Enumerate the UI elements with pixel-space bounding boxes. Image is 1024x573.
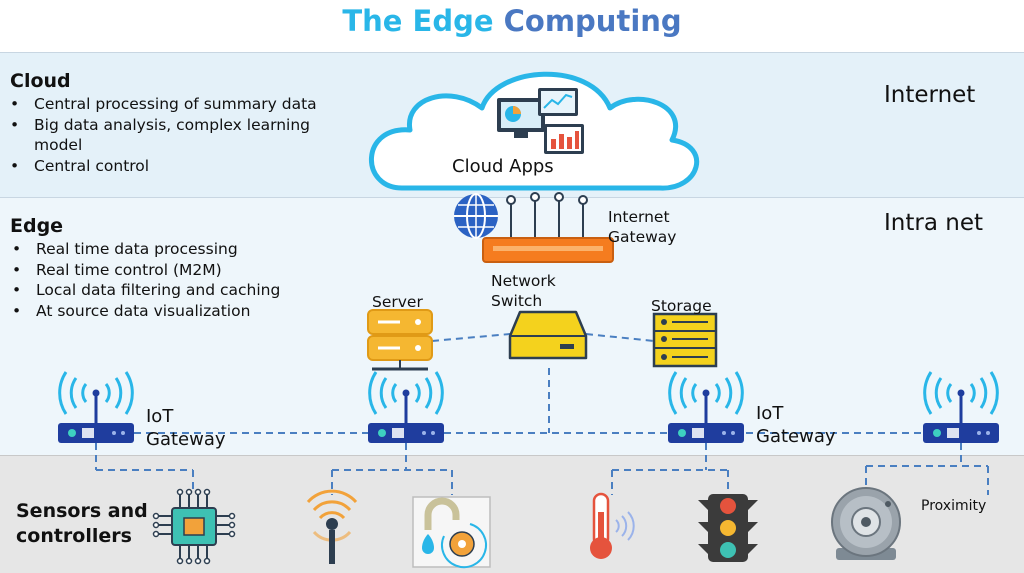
edge-heading: Edge — [10, 215, 64, 237]
internet-gateway-label: Internet Gateway — [608, 208, 677, 246]
cloud-point: Central processing of summary data — [10, 94, 330, 115]
sensors-heading: Sensors and controllers — [16, 500, 148, 547]
title-band — [0, 0, 1024, 52]
microchip-icon — [152, 488, 236, 565]
network-switch-label: Network Switch — [491, 272, 556, 310]
traffic-light-icon — [698, 494, 758, 562]
internet-zone-label: Internet — [884, 82, 976, 108]
cloud-point: Central control — [10, 156, 330, 177]
iot-gateway-router-3-icon — [668, 371, 744, 443]
iot-gateway-label-1: IoT Gateway — [146, 406, 226, 450]
water-flow-sensor-icon — [412, 496, 491, 569]
internet-gateway-icon — [482, 192, 614, 263]
proximity-label: Proximity — [921, 498, 987, 514]
network-switch-icon — [508, 310, 588, 360]
cloud-point: Big data analysis, complex learning mode… — [10, 115, 330, 156]
cloud-heading: Cloud — [10, 70, 71, 92]
edge-point: At source data visualization — [12, 301, 342, 322]
thermometer-icon — [590, 492, 635, 559]
edge-point: Local data filtering and caching — [12, 280, 342, 301]
iot-gateway-label-2: IoT Gateway — [756, 403, 836, 447]
globe-icon — [454, 193, 498, 239]
storage-icon — [652, 312, 718, 368]
iot-gateway-router-2-icon — [368, 371, 444, 443]
iot-gateway-router-1-icon — [58, 371, 134, 443]
cloud-apps-label: Cloud Apps — [452, 156, 554, 177]
proximity-sensor-icon — [831, 487, 901, 560]
edge-point: Real time data processing — [12, 239, 342, 260]
edge-point: Real time control (M2M) — [12, 260, 342, 281]
network-links — [95, 333, 989, 495]
iot-gateway-router-4-icon — [923, 371, 999, 443]
cloud-points-list: Central processing of summary data Big d… — [10, 94, 330, 176]
server-icon — [367, 309, 433, 371]
title-part-2: Computing — [503, 4, 682, 38]
server-label: Server — [372, 293, 423, 311]
intranet-zone-label: Intra net — [884, 210, 983, 236]
cloud-apps-icon — [497, 88, 584, 154]
title-part-1: The Edge — [342, 4, 494, 38]
wireless-sensor-icon — [306, 489, 358, 564]
edge-points-list: Real time data processing Real time cont… — [12, 239, 342, 321]
page-title: The Edge Computing — [0, 4, 1024, 38]
storage-label: Storage — [651, 297, 712, 315]
